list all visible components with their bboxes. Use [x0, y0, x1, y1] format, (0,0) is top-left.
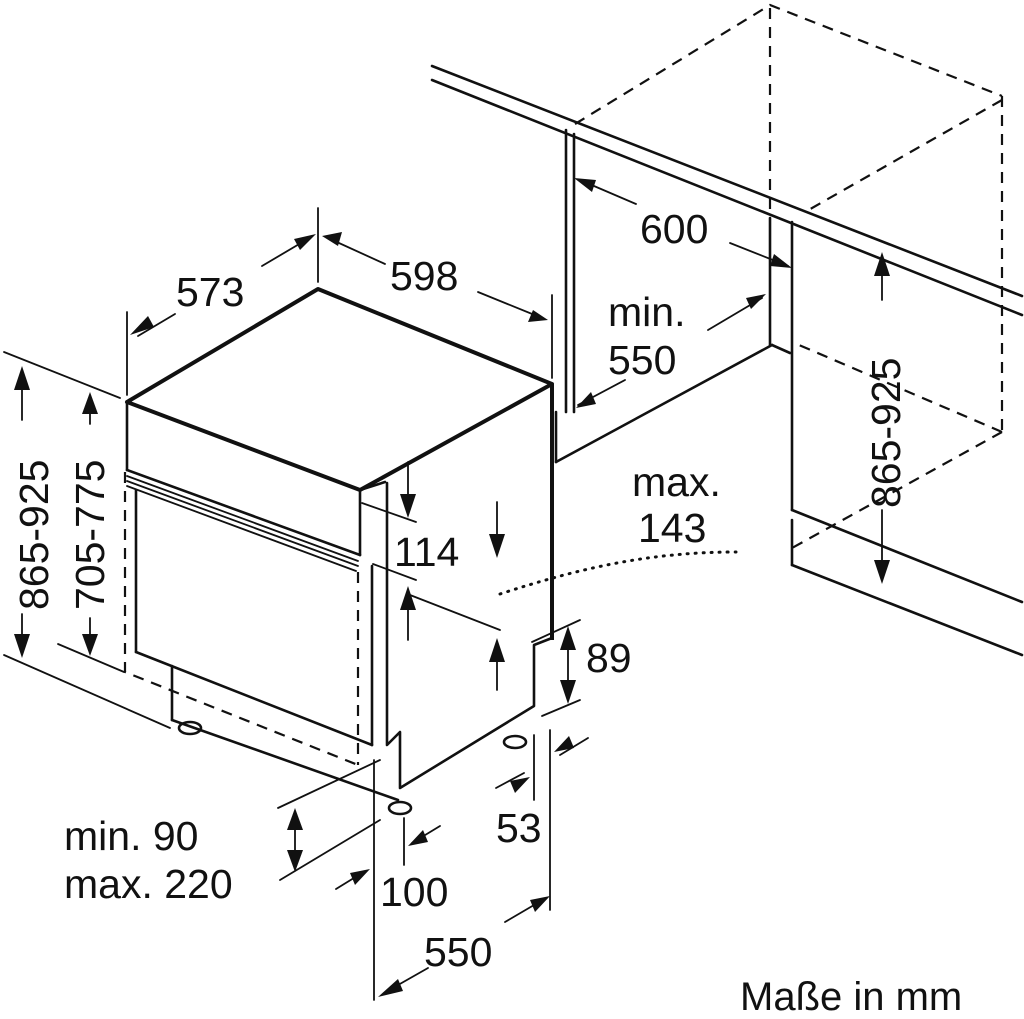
dimension-labels: 573 598 865-925 705-775 114 89 53 min. 9… — [11, 206, 962, 1019]
label-niche-550: 550 — [608, 337, 676, 383]
label-600: 600 — [640, 206, 708, 252]
label-598: 598 — [390, 253, 458, 299]
label-100: 100 — [380, 869, 448, 915]
label-865-925-left: 865-925 — [11, 460, 57, 610]
label-705-775: 705-775 — [67, 460, 113, 610]
label-114: 114 — [394, 529, 459, 575]
dishwasher-body — [123, 287, 554, 816]
units-caption: Maße in mm — [740, 975, 962, 1019]
label-max: max. — [632, 459, 721, 505]
label-niche-min: min. — [608, 289, 685, 335]
label-143: 143 — [638, 505, 706, 551]
cabinet-niche — [430, 3, 1024, 657]
label-865-925-right: 865-925 — [863, 358, 909, 508]
arrowheads — [14, 178, 890, 997]
label-min-90: min. 90 — [64, 813, 198, 859]
label-max-220: max. 220 — [64, 861, 233, 907]
label-573: 573 — [176, 269, 244, 315]
label-53: 53 — [496, 805, 542, 851]
label-89: 89 — [586, 635, 632, 681]
label-550-bottom: 550 — [424, 929, 492, 975]
